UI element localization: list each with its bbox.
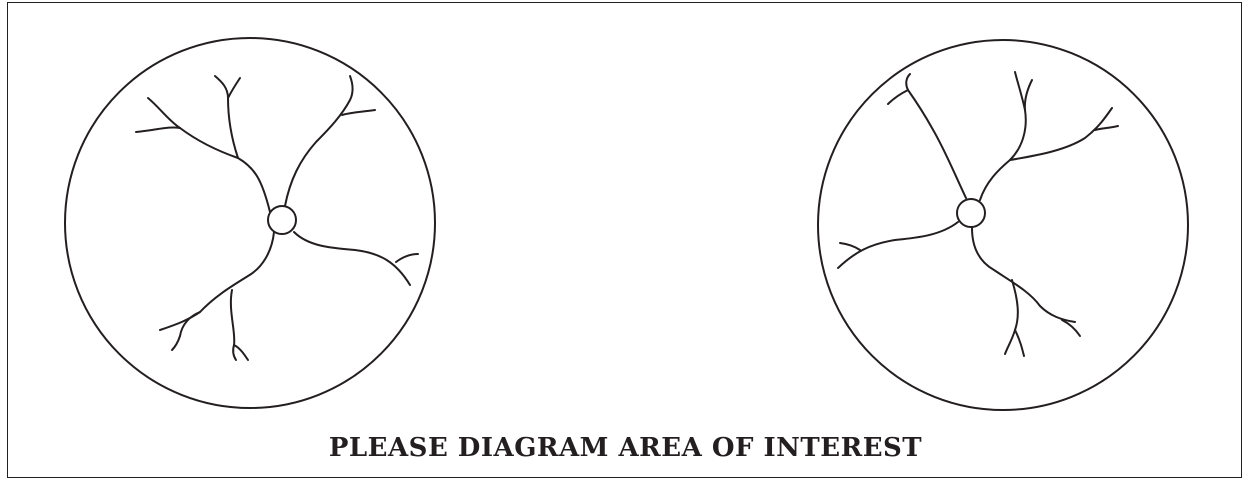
diagram-instruction: PLEASE DIAGRAM AREA OF INTEREST — [0, 433, 1251, 463]
right-fundus-outline — [818, 40, 1188, 410]
left-fundus-diagram[interactable] — [65, 38, 435, 408]
left-vessels — [136, 76, 418, 360]
right-fundus-diagram[interactable] — [818, 40, 1188, 410]
right-optic-disc — [957, 199, 985, 227]
left-optic-disc — [268, 206, 296, 234]
right-vessels — [838, 72, 1118, 356]
left-fundus-outline — [65, 38, 435, 408]
